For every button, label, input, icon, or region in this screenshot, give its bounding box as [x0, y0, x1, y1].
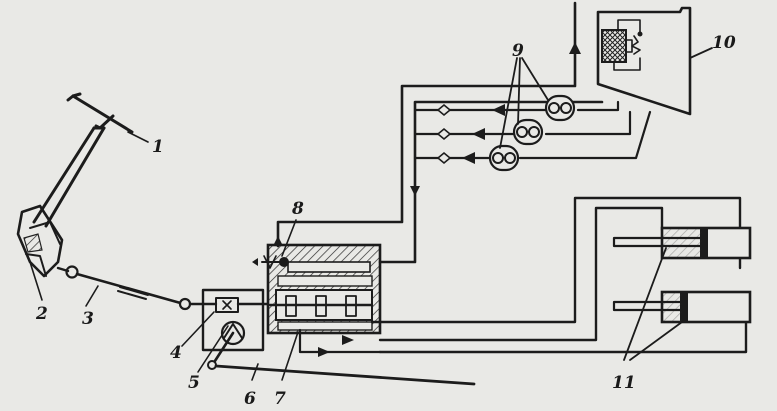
callout-5: 5: [188, 373, 200, 393]
callout-9: 9: [512, 41, 524, 61]
oil-tank: [596, 6, 713, 116]
tie-rod: [214, 364, 476, 386]
callout-2: 2: [35, 304, 48, 324]
callout-3: 3: [82, 309, 94, 329]
hydraulic-lines: [273, 1, 748, 357]
callout-6: 6: [244, 389, 256, 409]
callout-labels: 1 2 3 4 5 6 7 8 9 10 11: [35, 33, 736, 409]
lever-assembly: [188, 288, 270, 370]
callout-11: 11: [612, 373, 636, 393]
pump-2: [512, 118, 544, 146]
callout-10: 10: [712, 33, 736, 53]
leader-lines: [29, 131, 299, 381]
drag-link: [56, 265, 192, 311]
steering-column: [32, 126, 106, 228]
power-cylinders: [612, 226, 752, 361]
pump-1: [544, 94, 576, 122]
steering-gearbox: [16, 204, 64, 278]
pump-elements: [488, 57, 576, 172]
callout-4: 4: [170, 343, 182, 363]
cylinder-upper: [612, 226, 752, 260]
steering-wheel: [66, 92, 134, 134]
callout-8: 8: [291, 199, 304, 219]
cylinder-lower: [612, 290, 752, 324]
callout-1: 1: [152, 137, 164, 157]
check-valve: [252, 255, 289, 269]
callout-7: 7: [274, 389, 286, 409]
pump-3: [488, 144, 520, 172]
